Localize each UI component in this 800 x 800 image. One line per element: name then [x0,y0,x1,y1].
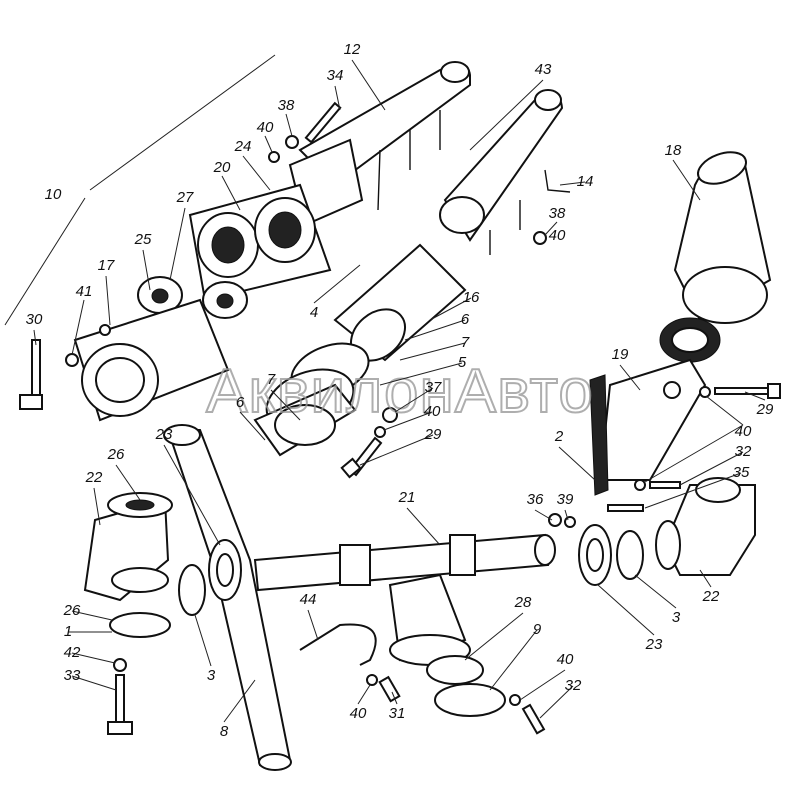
bolt-30 [19,339,79,410]
callout-40: 40 [557,651,574,668]
callout-17: 17 [98,257,115,274]
callout-29: 29 [424,426,442,443]
callout-6: 6 [236,394,245,411]
gasket-28 [426,655,484,685]
callout-19: 19 [612,346,629,363]
crossover-pipe-21 [253,533,556,666]
callout-38: 38 [549,205,566,222]
callout-42: 42 [64,644,81,661]
bolts-right [607,383,781,512]
callout-3: 3 [207,667,216,684]
callout-26: 26 [107,446,125,463]
callout-29: 29 [756,401,774,418]
callout-22: 22 [702,588,720,605]
callout-28: 28 [514,594,532,611]
callout-18: 18 [665,142,682,159]
callout-44: 44 [300,591,317,608]
callout-41: 41 [76,283,93,300]
callout-22: 22 [85,469,103,486]
callout-40: 40 [350,705,367,722]
callout-10: 10 [45,186,62,203]
callout-14: 14 [577,173,594,190]
twin-flange-20 [188,183,332,302]
callout-6: 6 [461,311,470,328]
callout-43: 43 [535,61,552,78]
callout-25: 25 [134,231,152,248]
elbow-22-left [83,492,173,602]
callout-7: 7 [461,334,470,351]
callout-32: 32 [735,443,752,460]
callout-16: 16 [463,289,480,306]
gaskets-right [548,513,644,586]
callout-23: 23 [155,426,173,443]
flange-9 [434,683,506,717]
gaskets-left [178,539,242,616]
bolt-33 [107,674,133,735]
callout-9: 9 [533,621,542,638]
callout-7: 7 [267,371,276,388]
pipe-18 [659,151,772,363]
callout-40: 40 [549,227,566,244]
callout-34: 34 [327,67,344,84]
callout-30: 30 [26,311,43,328]
callout-20: 20 [213,159,231,176]
clamp-44 [299,623,377,666]
callout-32: 32 [565,677,582,694]
callout-37: 37 [425,379,442,396]
manifold-14 [439,89,571,255]
bolt-29-left [340,407,398,479]
leader-lines [33,59,766,723]
callout-23: 23 [645,636,663,653]
watermark: АквилонАвто [206,357,594,426]
callout-2: 2 [554,428,564,445]
callout-40: 40 [424,403,441,420]
manifold-12 [288,61,471,227]
callout-26: 26 [63,602,81,619]
callout-8: 8 [220,723,229,740]
callout-5: 5 [458,354,467,371]
callout-3: 3 [672,609,681,626]
callout-38: 38 [278,97,295,114]
stud-34-nut-38 [268,101,547,245]
callout-35: 35 [733,464,750,481]
callout-31: 31 [389,705,406,722]
callout-36: 36 [527,491,544,508]
elbow-19 [589,358,707,496]
group-bracket-line [4,54,276,326]
callout-24: 24 [234,138,252,155]
callout-40: 40 [257,119,274,136]
callout-1: 1 [64,623,72,640]
elbow-22-right [655,477,756,576]
callout-27: 27 [176,189,194,206]
callout-40: 40 [735,423,752,440]
callout-39: 39 [557,491,574,508]
washer-42 [113,658,127,672]
gasket-26 [109,612,171,638]
pipe-16 [253,243,467,457]
callout-33: 33 [64,667,81,684]
callout-labels: 12 43 34 38 40 24 20 10 27 14 18 38 40 2… [26,41,774,740]
elbow-17 [73,298,230,422]
callout-21: 21 [398,489,416,506]
callout-4: 4 [310,304,318,321]
callout-12: 12 [344,41,361,58]
